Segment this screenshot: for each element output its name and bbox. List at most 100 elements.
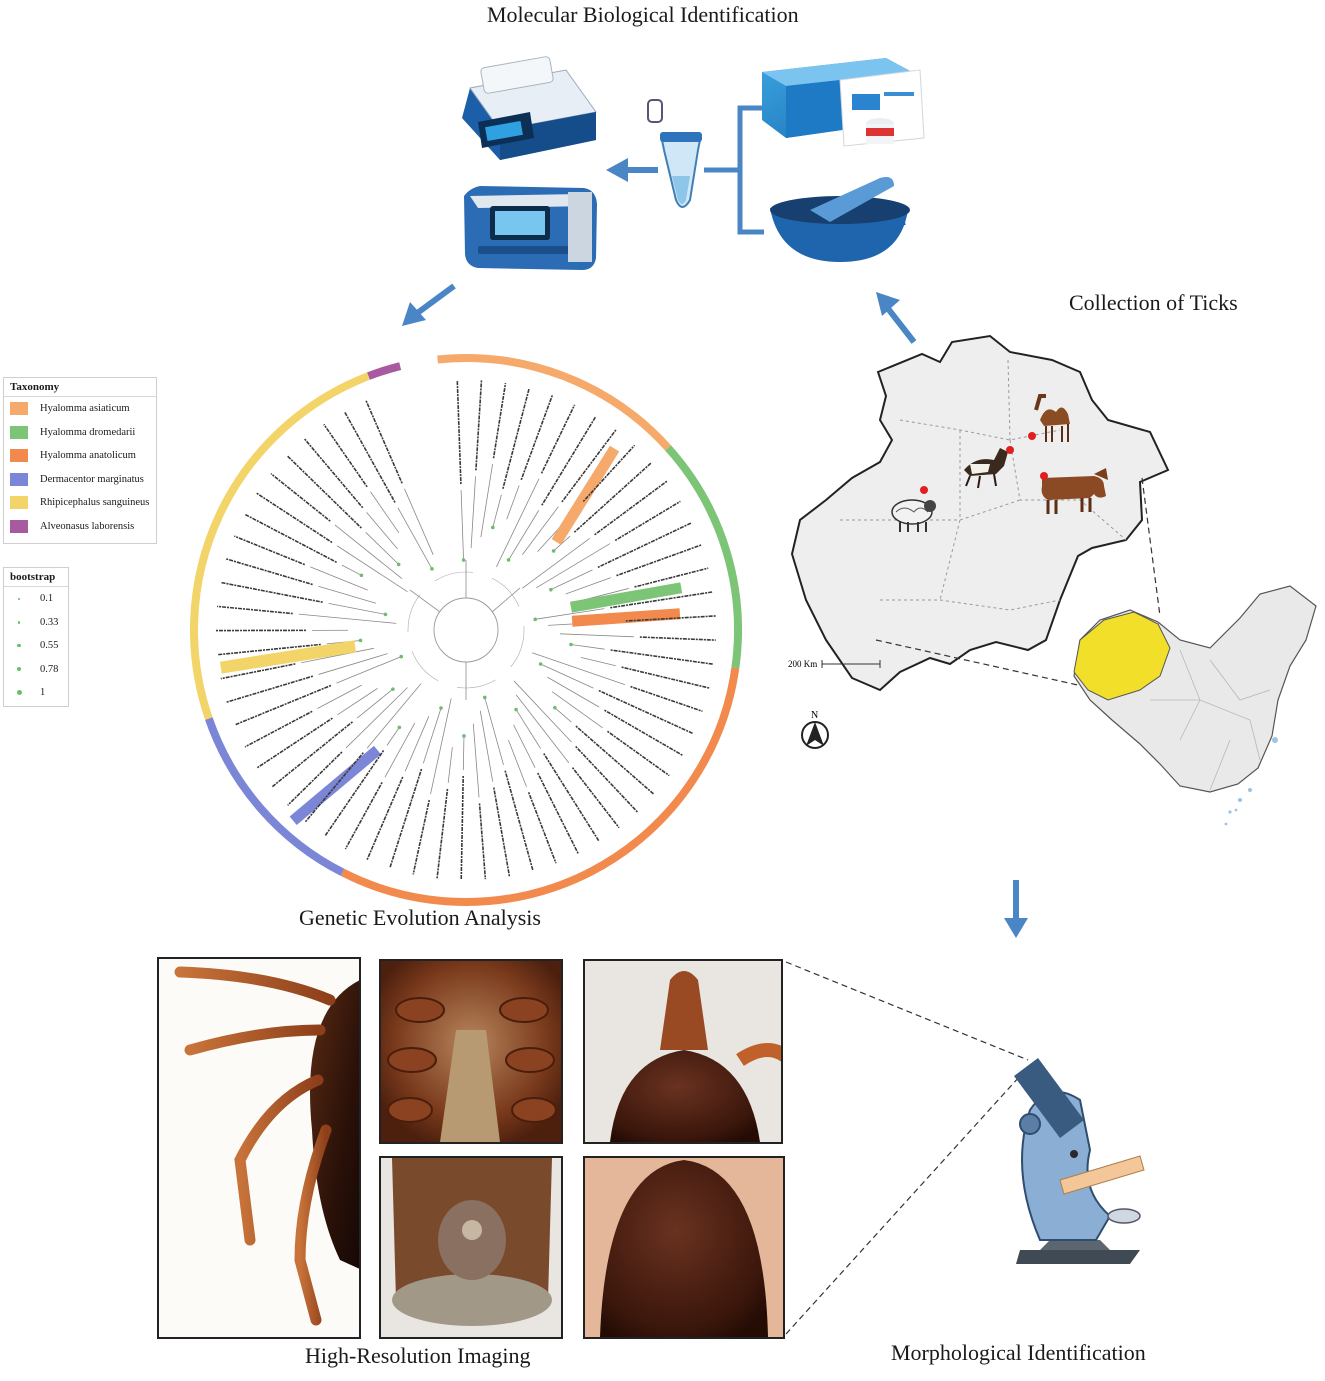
scale-label: 200 Km (788, 659, 817, 669)
bootstrap-node-dot (553, 705, 557, 710)
tree-branch (554, 707, 572, 723)
tip-label-text (436, 788, 449, 879)
bootstrap-node-dot (399, 654, 404, 659)
tip-label-text (475, 380, 483, 471)
molecular-identification-title: Molecular Biological Identification (487, 2, 799, 27)
tip-label-text (561, 429, 617, 503)
taxonomy-swatch (10, 449, 28, 463)
tree-branch (580, 656, 616, 667)
tree-branch (515, 694, 570, 764)
bootstrap-dot (17, 644, 21, 648)
tip-label-text (543, 753, 600, 842)
tip-label-text (527, 792, 557, 864)
tree-branch (460, 490, 464, 561)
highlight-dromedarii (569, 582, 683, 613)
bootstrap-node-dot (461, 558, 466, 562)
tree-branch (570, 644, 605, 650)
tip-label-text (610, 591, 714, 609)
ring-segment-dromedarii (665, 445, 742, 669)
collection-of-ticks-title: Collection of Ticks (1069, 290, 1238, 315)
bootstrap-dot (16, 690, 22, 696)
tip-label-text (621, 666, 710, 689)
tip-label-text (271, 721, 353, 788)
tree-branch (356, 688, 394, 719)
bootstrap-legend-item: 1 (4, 681, 68, 705)
taxonomy-legend-item: Hyalomma dromedarii (4, 421, 156, 445)
tip-label-text (270, 473, 331, 522)
bootstrap-node-dot (462, 734, 466, 738)
ring-segment-alveonasus (367, 362, 402, 380)
bootstrap-node-dot (391, 687, 395, 691)
tree-branch (336, 656, 402, 684)
taxonomy-legend-item: Hyalomma asiaticum (4, 397, 156, 421)
highlight-anatolicum (571, 608, 681, 627)
tip-label-text (541, 415, 597, 506)
tip-label-text (304, 752, 364, 823)
tree-branch (515, 709, 541, 749)
genetic-evolution-title: Genetic Evolution Analysis (299, 905, 541, 930)
tree-branch (484, 697, 504, 765)
bootstrap-node-dot (506, 558, 511, 562)
highlight-rhipicephalus (219, 640, 357, 674)
bootstrap-node-dot (397, 725, 402, 730)
dog-icon (964, 448, 1008, 489)
ring-segment-dermacentor (205, 717, 345, 876)
tree-branch (310, 566, 368, 591)
tip-label-text (244, 710, 313, 748)
tree-branch (540, 663, 594, 689)
tip-label-text (220, 581, 323, 604)
tree-branch (341, 564, 362, 576)
tip-label-text (220, 663, 296, 680)
tick-photo-dorsal-lateral (157, 957, 361, 1339)
tip-label-text (234, 535, 306, 566)
tip-label-text (614, 500, 681, 542)
north-arrow-icon: N (801, 710, 829, 749)
taxonomy-legend-item: Hyalomma anatolicum (4, 444, 156, 468)
bracket-connector (704, 105, 764, 235)
tree-branch (386, 727, 400, 746)
tip-label-text (582, 444, 636, 503)
tree-branch (513, 724, 536, 768)
tip-label-text (217, 643, 321, 656)
tree-branch (470, 476, 476, 549)
tip-label-text (598, 689, 694, 735)
microscope-icon (1014, 1058, 1145, 1264)
tree-branch (366, 683, 422, 749)
tip-label-text (597, 521, 693, 569)
tick-photo-ventral-anterior (379, 959, 563, 1144)
tip-label-text (504, 770, 534, 872)
bootstrap-node-dot (491, 525, 495, 530)
china-inset-map (1073, 585, 1317, 826)
tip-label-text (456, 380, 462, 485)
tip-label-text (625, 615, 716, 622)
bootstrap-node-dot (514, 707, 518, 712)
bootstrap-node-dot (538, 662, 543, 666)
tree-branch (522, 538, 591, 589)
tip-label-text (630, 685, 703, 713)
taxonomy-swatch (10, 472, 28, 486)
bootstrap-node-dot (396, 562, 401, 567)
bootstrap-label: 0.55 (40, 640, 59, 652)
tree-branch (551, 691, 603, 729)
taxonomy-legend-item: Dermacentor marginatus (4, 468, 156, 492)
bootstrap-dot (16, 667, 22, 672)
tree-branch (506, 485, 520, 520)
tree-branch (336, 545, 408, 593)
taxonomy-label: Dermacentor marginatus (40, 473, 144, 485)
tree-branch (318, 653, 388, 675)
tip-label-text (502, 387, 530, 489)
tip-label-text (234, 684, 332, 726)
taxonomy-legend-title: Taxonomy (4, 378, 156, 397)
taxonomy-legend-item: Alveonasus laborensis (4, 515, 156, 539)
taxonomy-swatch (10, 496, 28, 510)
tip-label-text (573, 461, 653, 533)
tree-branch (397, 507, 433, 570)
tree-branch (472, 723, 480, 798)
tip-label-text (304, 438, 364, 509)
tree-branch (422, 707, 442, 764)
tree-branch (535, 608, 605, 620)
tree-branch (492, 494, 502, 528)
ring-segment-asiaticum (437, 354, 672, 451)
tree-branch (536, 543, 611, 589)
tree-branch (366, 512, 398, 550)
